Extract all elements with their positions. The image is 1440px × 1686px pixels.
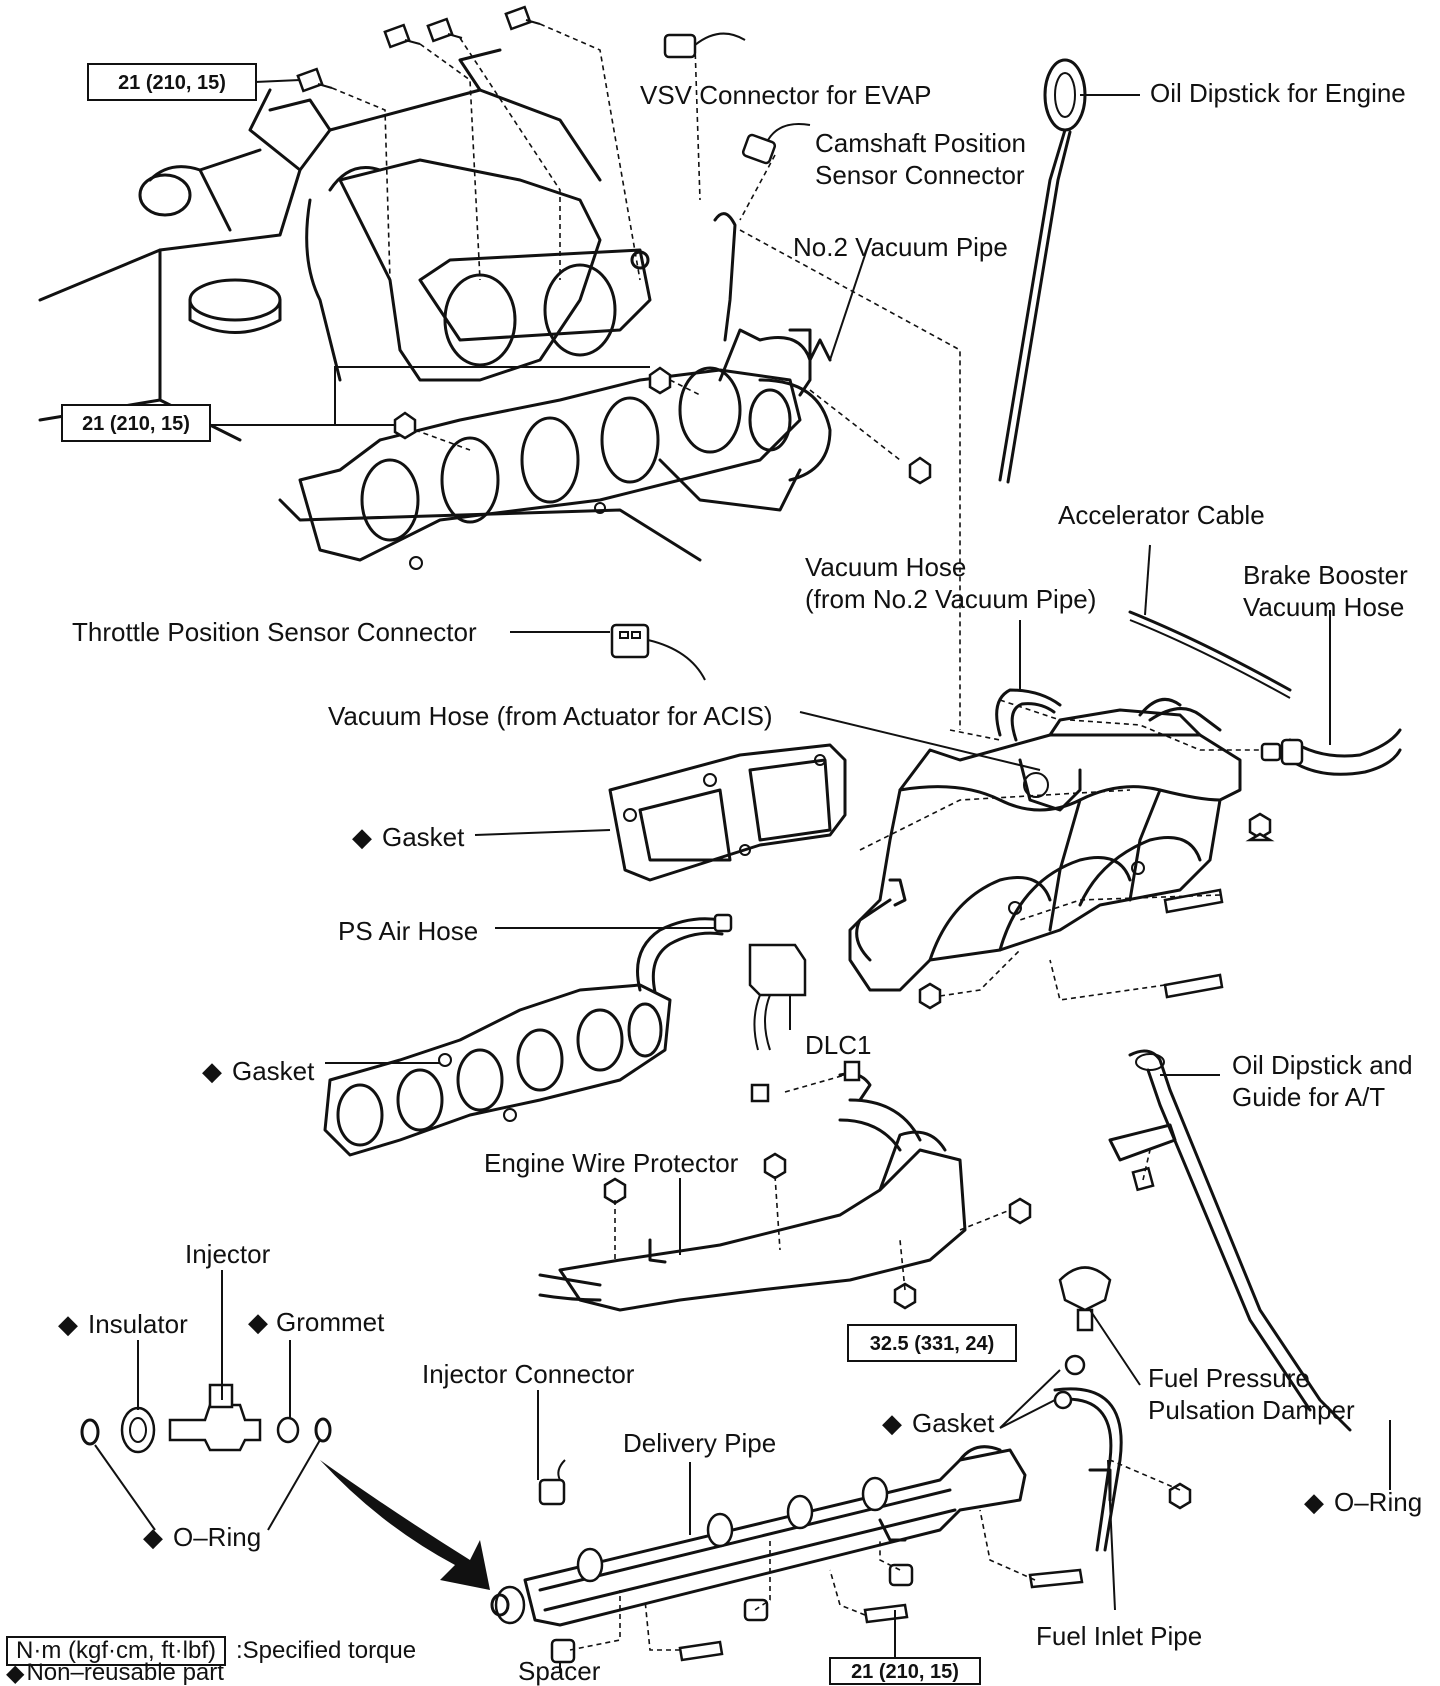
nonreusable-marker: ◆ bbox=[6, 1659, 25, 1686]
torque-spec-top-left: 21 (210, 15) bbox=[87, 63, 257, 101]
torque-value: 21 (210, 15) bbox=[118, 72, 226, 94]
no2-vacuum-pipe bbox=[713, 212, 812, 397]
fuel-inlet-pipe bbox=[1053, 1354, 1123, 1552]
exhaust-manifold-gasket bbox=[323, 983, 672, 1157]
torque-value: 21 (210, 15) bbox=[82, 413, 190, 435]
legend-torque-desc: :Specified torque bbox=[235, 1637, 417, 1664]
label-oil-dipstick-at-2: Guide for A/T bbox=[1232, 1082, 1385, 1112]
nonreusable-marker: ◆ bbox=[882, 1408, 902, 1438]
label-o-ring-right: O–Ring bbox=[1334, 1487, 1422, 1517]
legend: N·m (kgf·cm, ft·lbf) :Specified torque bbox=[6, 1636, 506, 1686]
nonreusable-marker: ◆ bbox=[352, 822, 372, 852]
label-vacuum-hose-no2-1: Vacuum Hose bbox=[805, 552, 966, 582]
leader-lines bbox=[94, 79, 1391, 1672]
torque-spec-wire-protector: 32.5 (331, 24) bbox=[847, 1324, 1017, 1362]
label-vsv-connector: VSV Connector for EVAP bbox=[640, 80, 931, 110]
nonreusable-marker: ◆ bbox=[58, 1309, 78, 1339]
legend-torque-box: N·m (kgf·cm, ft·lbf) bbox=[6, 1636, 226, 1666]
label-delivery-pipe: Delivery Pipe bbox=[623, 1428, 776, 1458]
label-insulator: Insulator bbox=[88, 1309, 188, 1339]
delivery-pipe bbox=[490, 1445, 1027, 1627]
label-vacuum-hose-acis: Vacuum Hose (from Actuator for ACIS) bbox=[328, 701, 773, 731]
label-camshaft-sensor-2: Sensor Connector bbox=[815, 160, 1025, 190]
legend-nonreusable: Non–reusable part bbox=[26, 1659, 224, 1686]
label-fuel-damper-2: Pulsation Damper bbox=[1148, 1395, 1355, 1425]
engine-block-outline bbox=[38, 48, 702, 562]
ps-air-hose bbox=[636, 913, 733, 994]
throttle-position-connector bbox=[610, 623, 706, 681]
torque-value: 32.5 (331, 24) bbox=[870, 1333, 995, 1355]
label-oil-dipstick-at-1: Oil Dipstick and bbox=[1232, 1050, 1413, 1080]
label-ps-air-hose: PS Air Hose bbox=[338, 916, 478, 946]
oil-dipstick-at bbox=[1108, 1049, 1352, 1432]
label-fuel-inlet-pipe: Fuel Inlet Pipe bbox=[1036, 1621, 1202, 1651]
oil-dipstick-engine bbox=[998, 58, 1087, 484]
label-gasket-upper: Gasket bbox=[382, 822, 465, 852]
dlc1-connector bbox=[748, 943, 807, 1051]
accelerator-cable bbox=[1128, 610, 1292, 692]
camshaft-sensor-connector bbox=[741, 123, 811, 165]
label-dlc1: DLC1 bbox=[805, 1030, 871, 1060]
label-brake-booster-2: Vacuum Hose bbox=[1243, 592, 1404, 622]
intake-manifold bbox=[848, 697, 1242, 992]
torque-spec-bottom: 21 (210, 15) bbox=[829, 1657, 981, 1685]
fuel-pressure-damper bbox=[1058, 1266, 1112, 1332]
label-vacuum-hose-no2-2: (from No.2 Vacuum Pipe) bbox=[805, 584, 1096, 614]
vacuum-hose-no2 bbox=[995, 688, 1062, 742]
label-throttle-sensor: Throttle Position Sensor Connector bbox=[72, 617, 477, 647]
nonreusable-marker: ◆ bbox=[202, 1056, 222, 1086]
label-gasket-lower: Gasket bbox=[912, 1408, 995, 1438]
label-engine-wire-protector: Engine Wire Protector bbox=[484, 1148, 739, 1178]
label-gasket-middle: Gasket bbox=[232, 1056, 315, 1086]
nonreusable-marker: ◆ bbox=[143, 1522, 163, 1552]
torque-spec-mid-left: 21 (210, 15) bbox=[61, 404, 211, 442]
bolts-top bbox=[296, 5, 932, 485]
relation-lines bbox=[331, 23, 1260, 1651]
nonreusable-marker: ◆ bbox=[1304, 1487, 1324, 1517]
label-spacer: Spacer bbox=[518, 1656, 601, 1686]
label-injector-connector: Injector Connector bbox=[422, 1359, 635, 1389]
label-brake-booster-1: Brake Booster bbox=[1243, 560, 1408, 590]
throttle-body-upper bbox=[305, 158, 652, 382]
injector-assembly bbox=[80, 1383, 332, 1454]
nonreusable-marker: ◆ bbox=[248, 1307, 268, 1337]
label-grommet: Grommet bbox=[276, 1307, 385, 1337]
brake-booster-hose bbox=[1260, 728, 1402, 776]
label-accelerator-cable: Accelerator Cable bbox=[1058, 500, 1265, 530]
legend-torque-row: N·m (kgf·cm, ft·lbf) :Specified torque bbox=[6, 1636, 417, 1666]
label-camshaft-sensor-1: Camshaft Position bbox=[815, 128, 1026, 158]
label-injector: Injector bbox=[185, 1239, 271, 1269]
intake-manifold-gasket-top bbox=[298, 328, 832, 570]
label-no2-vacuum-pipe: No.2 Vacuum Pipe bbox=[793, 232, 1008, 262]
vsv-connector bbox=[663, 32, 746, 59]
label-fuel-damper-1: Fuel Pressure bbox=[1148, 1363, 1310, 1393]
accelerator-cable-2 bbox=[1129, 619, 1291, 699]
label-o-ring-left: O–Ring bbox=[173, 1522, 261, 1552]
assembly-arrow bbox=[320, 1460, 490, 1590]
label-oil-dipstick-engine: Oil Dipstick for Engine bbox=[1150, 78, 1406, 108]
lower-fasteners bbox=[550, 812, 1275, 1664]
legend-nonreusable-row: ◆ Non–reusable part bbox=[6, 1659, 224, 1686]
torque-value: 21 (210, 15) bbox=[851, 1661, 959, 1683]
injector-connector-part bbox=[538, 1459, 566, 1506]
throttle-body-gasket bbox=[608, 743, 847, 882]
